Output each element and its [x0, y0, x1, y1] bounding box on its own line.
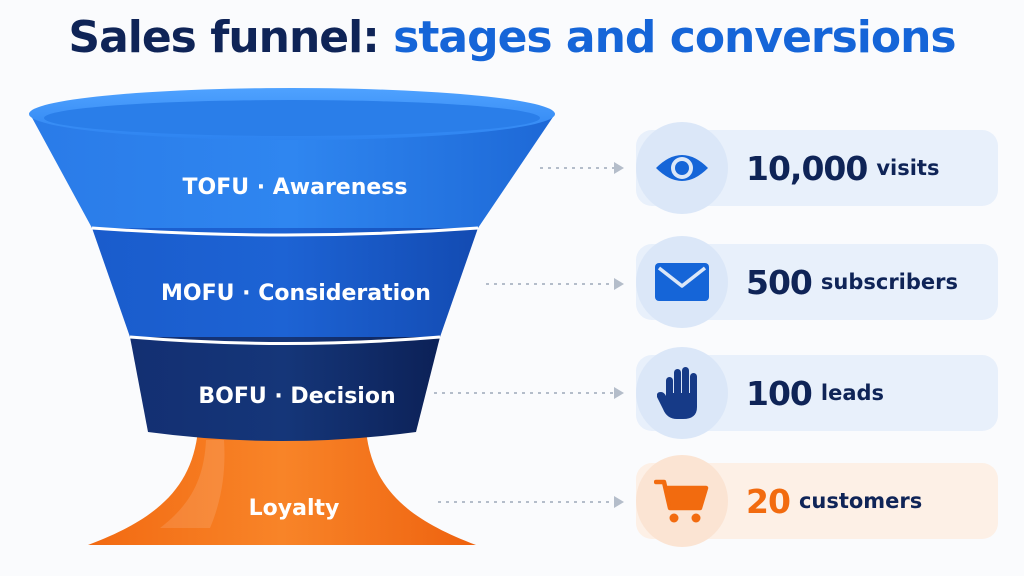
tofu-segment	[30, 114, 555, 228]
stage-label-loyalty: Loyalty	[249, 496, 340, 521]
metric-icon-circle	[636, 455, 728, 547]
metric-icon-circle	[636, 236, 728, 328]
metric-card-visits: 10,000 visits	[636, 122, 998, 214]
metric-icon-circle	[636, 347, 728, 439]
metric-unit: leads	[820, 381, 885, 405]
metric-card-customers: 20 customers	[636, 455, 998, 547]
stage-label-tofu: TOFU · Awareness	[182, 175, 407, 200]
metric-value: 10,000	[746, 148, 868, 188]
metric-card-subscribers: 500 subscribers	[636, 236, 998, 328]
bofu-segment	[130, 337, 440, 441]
title-part-2: stages and conversions	[393, 12, 956, 63]
funnel-opening	[44, 100, 540, 136]
metric-unit: subscribers	[820, 270, 959, 294]
metric-text: 20 customers	[746, 463, 922, 539]
stage-label-mofu: MOFU · Consideration	[161, 281, 431, 306]
hand-icon	[657, 367, 697, 419]
metric-card-leads: 100 leads	[636, 347, 998, 439]
connector-bofu	[434, 387, 624, 399]
mofu-segment	[92, 228, 478, 337]
connector-loyalty	[438, 496, 624, 508]
metric-value: 20	[746, 481, 791, 521]
separator-2	[129, 335, 441, 345]
connector-mofu	[486, 278, 624, 290]
metric-icon-circle	[636, 122, 728, 214]
stage-label-bofu: BOFU · Decision	[198, 384, 395, 409]
metric-unit: customers	[798, 489, 923, 513]
shopping-cart-icon	[654, 479, 709, 523]
separator-1	[91, 226, 479, 237]
title-part-1: Sales funnel:	[68, 12, 379, 63]
metric-text: 100 leads	[746, 355, 884, 431]
loyalty-segment	[88, 430, 476, 545]
envelope-icon	[655, 263, 709, 301]
metric-text: 500 subscribers	[746, 244, 958, 320]
metric-value: 500	[746, 262, 813, 302]
connector-tofu	[540, 162, 624, 174]
loyalty-highlight	[160, 440, 225, 528]
metric-text: 10,000 visits	[746, 130, 939, 206]
eye-icon	[656, 155, 708, 181]
metric-value: 100	[746, 373, 813, 413]
metric-unit: visits	[876, 156, 940, 180]
page-title: Sales funnel: stages and conversions	[0, 12, 1024, 63]
